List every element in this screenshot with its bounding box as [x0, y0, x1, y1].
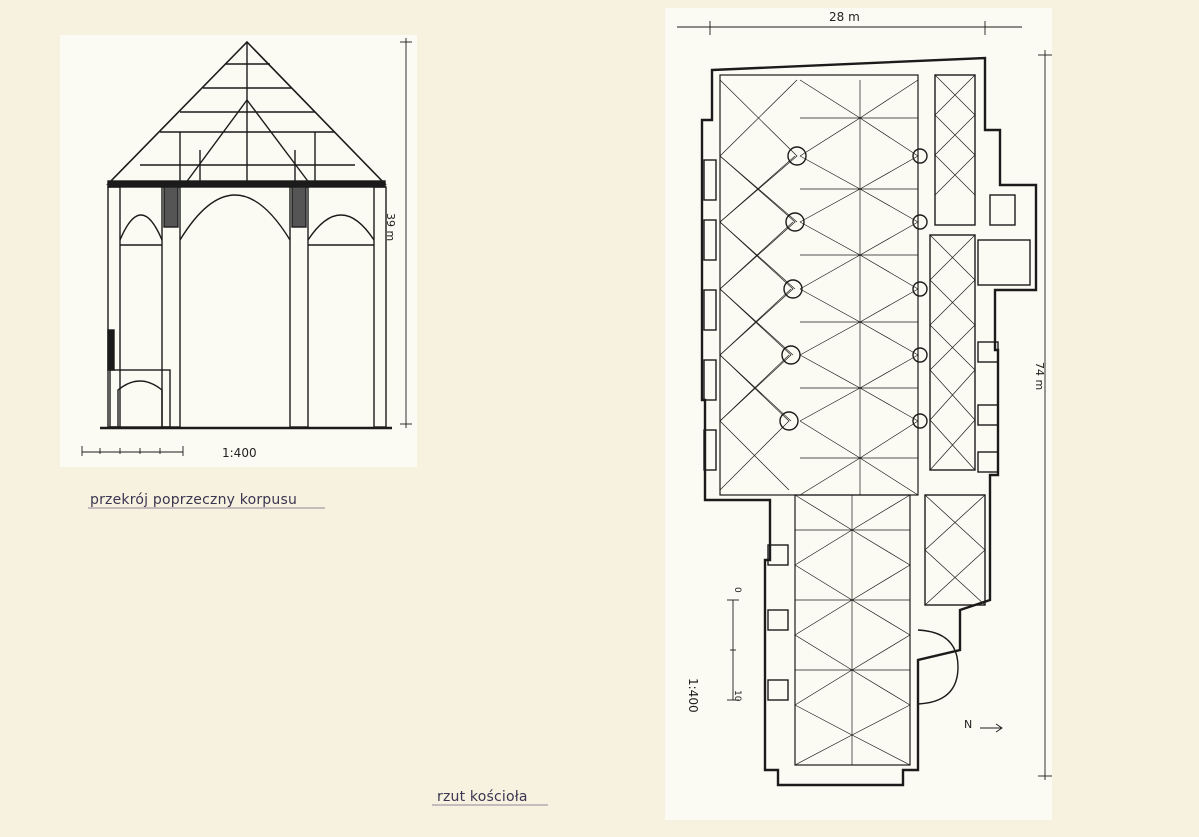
plan-scale-bar-end: 10: [732, 690, 742, 702]
plan-caption: rzut kościoła: [437, 789, 528, 805]
plan-scale-label: 1:400: [686, 678, 700, 713]
section-scale-label: 1:400: [222, 446, 257, 460]
church-plan-drawing-panel: [665, 8, 1052, 820]
section-caption: przekrój poprzeczny korpusu: [90, 492, 298, 508]
plan-scale-bar-start: 0: [732, 587, 742, 593]
plan-length-dimension: 74 m: [1033, 362, 1046, 391]
plan-width-dimension: 28 m: [829, 10, 860, 24]
section-height-dimension: 39 m: [384, 213, 397, 242]
north-arrow-label: N: [964, 718, 973, 731]
